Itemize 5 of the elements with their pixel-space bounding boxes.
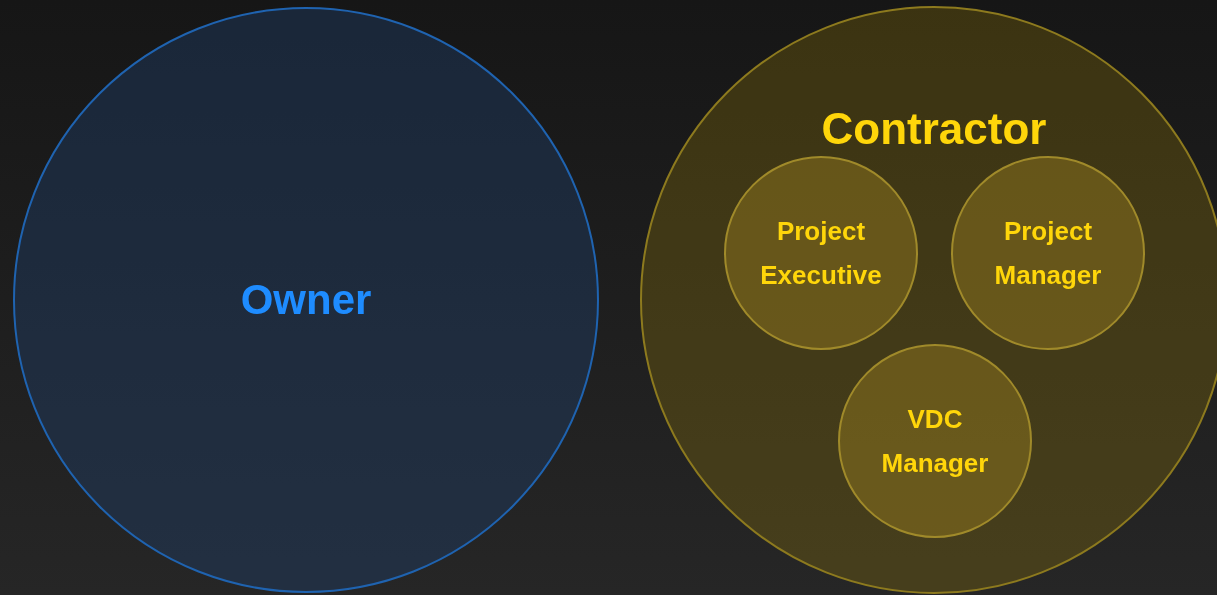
- circle-label: Project Manager: [993, 214, 1103, 292]
- circle-label: Owner: [239, 275, 373, 326]
- circle-label: VDC Manager: [880, 402, 990, 480]
- circle-label: Project Executive: [759, 214, 883, 292]
- circle-label: Contractor: [820, 103, 1048, 155]
